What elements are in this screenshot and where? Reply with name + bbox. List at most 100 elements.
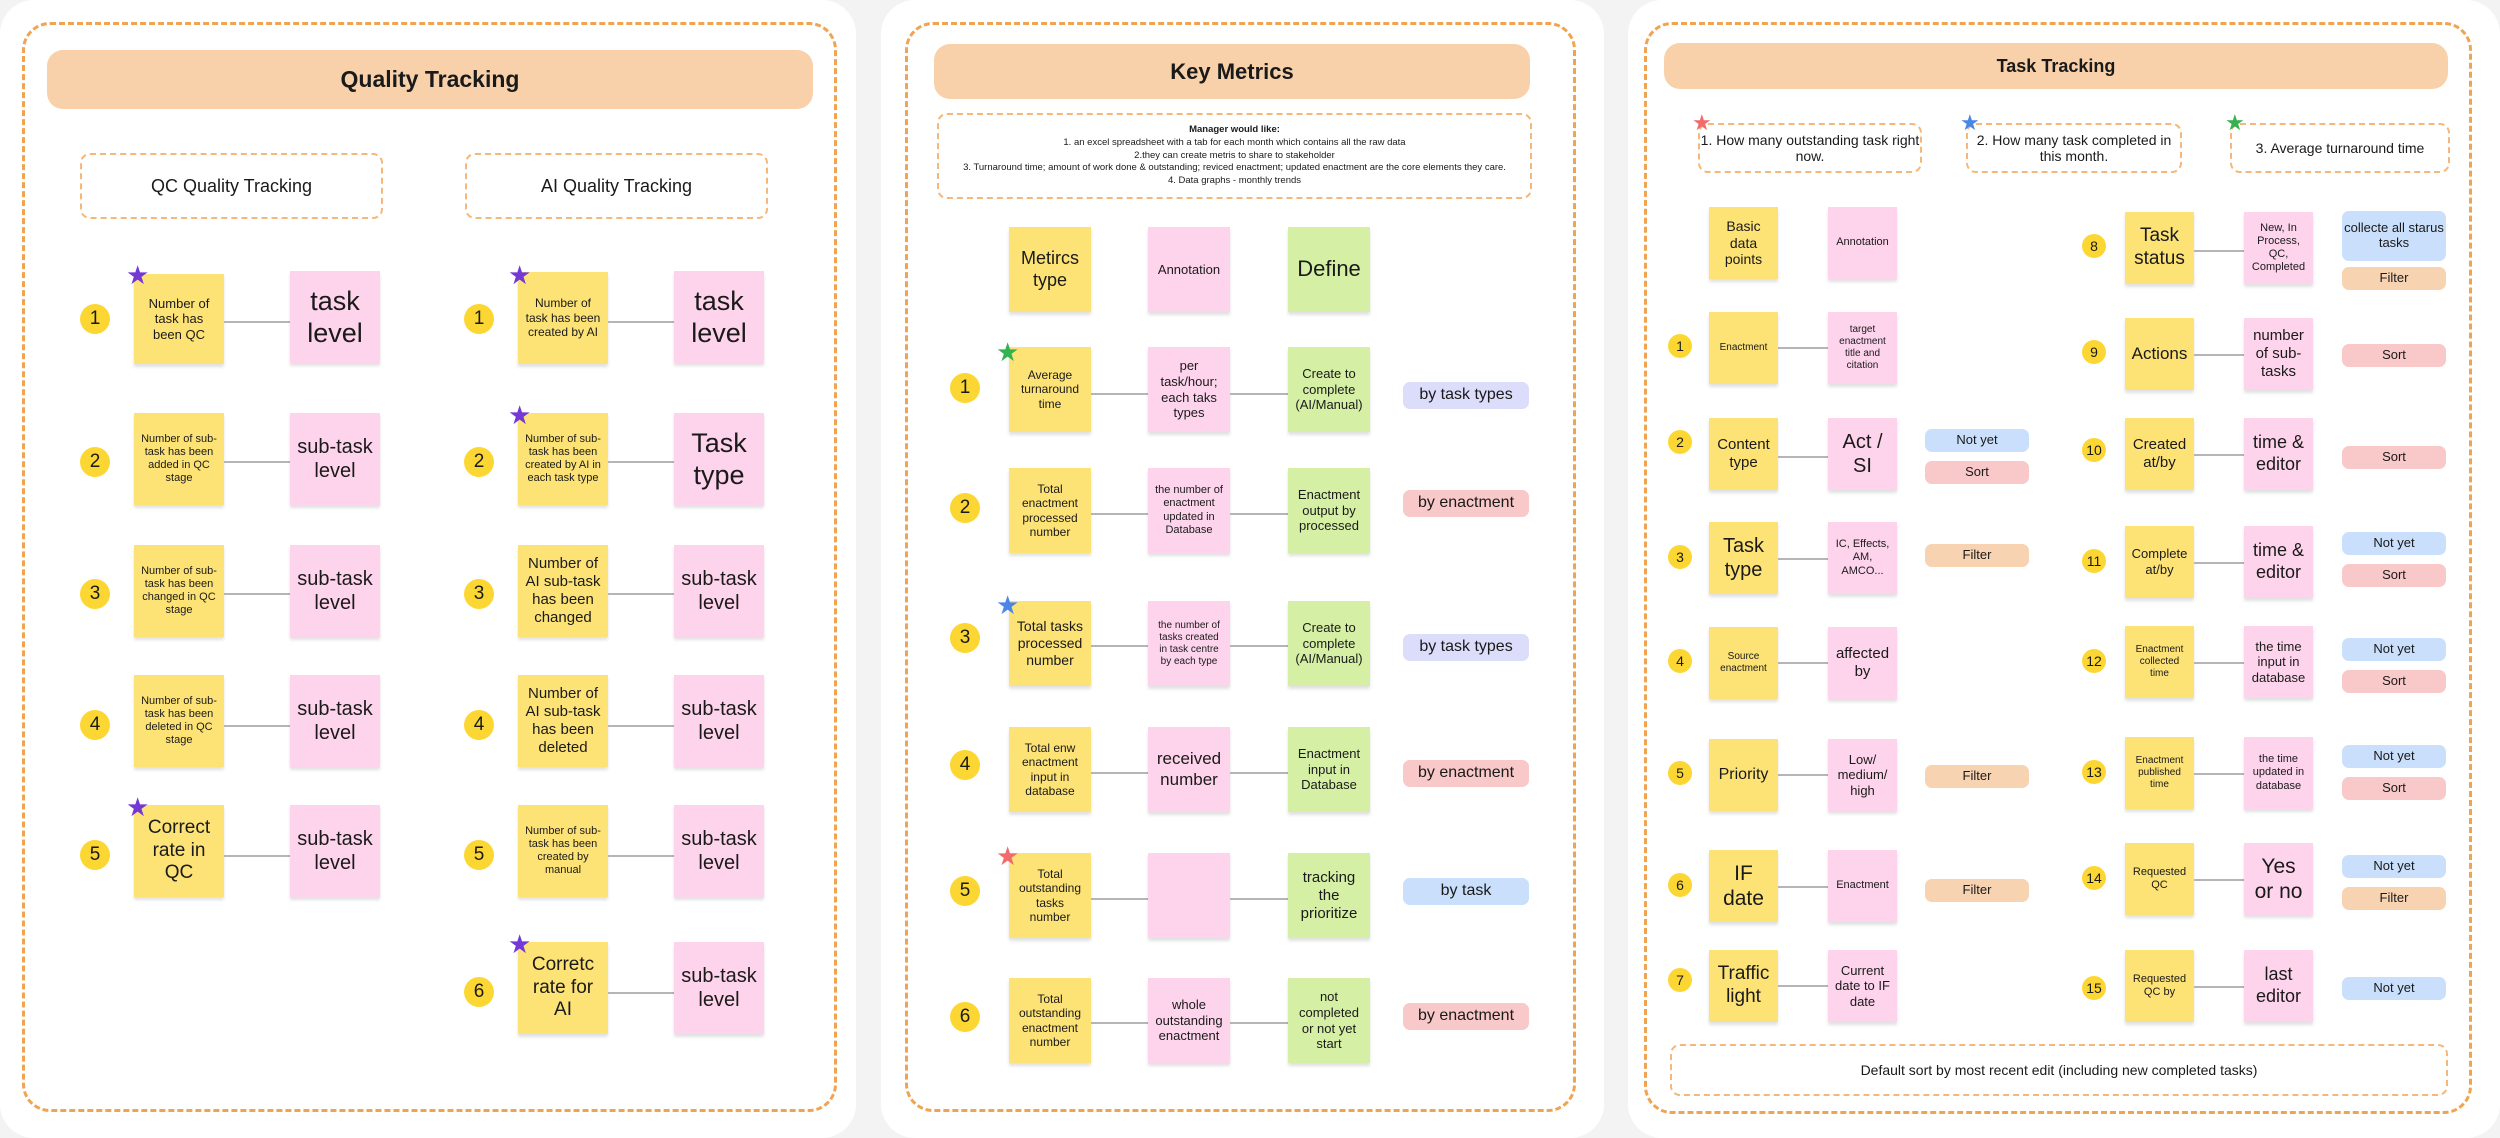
task-row-number: 11 — [2082, 549, 2106, 573]
task-tracking-board: Task Tracking 1. How many outstanding ta… — [1628, 0, 2500, 1138]
metric-tag: by task types — [1403, 634, 1529, 661]
ai-row-number: 1 — [464, 304, 494, 334]
connector-line — [1230, 772, 1288, 774]
task-row-number: 1 — [1668, 334, 1692, 358]
purple-star-icon: ★ — [126, 260, 150, 290]
task-annotation-header: Annotation — [1828, 207, 1897, 279]
manager-line: 1. an excel spreadsheet with a tab for e… — [1063, 136, 1406, 148]
connector-line — [2194, 986, 2244, 988]
task-tag-sort: Sort — [2342, 670, 2446, 693]
qc-level-note: sub-task level — [290, 805, 380, 897]
task-annotation-note: target enactment title and citation — [1828, 312, 1897, 384]
task-annotation-note: Act / SI — [1828, 418, 1897, 490]
metric-define-note: Enactment input in Database — [1288, 727, 1370, 812]
purple-star-icon: ★ — [508, 400, 532, 430]
connector-line — [608, 725, 674, 727]
task-annotation-note: time & editor — [2244, 526, 2313, 598]
question-box: 1. How many outstanding task right now. — [1698, 123, 1922, 173]
task-annotation-note: the time input in database — [2244, 626, 2313, 698]
task-data-point-note: Task status — [2125, 212, 2194, 284]
ai-row-number: 4 — [464, 710, 494, 740]
task-annotation-note: Low/ medium/ high — [1828, 739, 1897, 811]
ai-metric-note: Number of AI sub-task has been deleted — [518, 675, 608, 767]
connector-line — [2194, 773, 2244, 775]
metric-define-note: Create to complete (AI/Manual) — [1288, 601, 1370, 686]
task-data-point-note: Requested QC by — [2125, 950, 2194, 1022]
metric-tag: by task — [1403, 878, 1529, 905]
metric-annotation-note: received number — [1148, 727, 1230, 812]
manager-requirements-note: Manager would like: 1. an excel spreadsh… — [937, 113, 1532, 199]
ai-level-note: sub-task level — [674, 675, 764, 767]
connector-line — [224, 725, 290, 727]
task-row-number: 3 — [1668, 545, 1692, 569]
task-tag-not-yet: Not yet — [1925, 429, 2029, 452]
task-tag-not-yet: Not yet — [2342, 745, 2446, 768]
metric-row-number: 2 — [950, 493, 980, 523]
task-annotation-note: last editor — [2244, 950, 2313, 1022]
ai-metric-note: Number of task has been created by AI — [518, 272, 608, 364]
task-data-point-note: Actions — [2125, 318, 2194, 390]
task-row-number: 4 — [1668, 649, 1692, 673]
metric-annotation-note: the number of tasks created in task cent… — [1148, 601, 1230, 686]
metric-annotation-note: whole outstanding enactment — [1148, 978, 1230, 1063]
connector-line — [1091, 772, 1148, 774]
metrics-annotation-header: Annotation — [1148, 227, 1230, 312]
qc-metric-note: Number of sub-task has been changed in Q… — [134, 545, 224, 637]
basic-data-points-header: Basic data points — [1709, 207, 1778, 279]
manager-line: 3. Turnaround time; amount of work done … — [963, 162, 1506, 174]
metric-annotation-note: per task/hour; each taks types — [1148, 347, 1230, 432]
task-annotation-note: number of sub-tasks — [2244, 318, 2313, 390]
connector-line — [1778, 347, 1828, 349]
red-star-icon: ★ — [996, 841, 1020, 871]
metric-row-number: 6 — [950, 1002, 980, 1032]
qc-row-number: 5 — [80, 840, 110, 870]
metric-row-number: 5 — [950, 876, 980, 906]
task-tag-not-yet: Not yet — [2342, 638, 2446, 661]
metric-annotation-note: the number of enactment updated in Datab… — [1148, 468, 1230, 553]
metrics-define-header: Define — [1288, 227, 1370, 312]
task-row-number: 8 — [2082, 234, 2106, 258]
task-tag-not-yet: Not yet — [2342, 532, 2446, 555]
ai-row-number: 2 — [464, 447, 494, 477]
purple-star-icon: ★ — [508, 929, 532, 959]
task-data-point-note: Enactment — [1709, 312, 1778, 384]
task-row-number: 7 — [1668, 968, 1692, 992]
connector-line — [608, 855, 674, 857]
qc-level-note: sub-task level — [290, 675, 380, 767]
green-star-icon: ★ — [2225, 110, 2245, 135]
connector-line — [224, 855, 290, 857]
qc-level-note: sub-task level — [290, 545, 380, 637]
task-data-point-note: Content type — [1709, 418, 1778, 490]
ai-metric-note: Corretc rate for AI — [518, 942, 608, 1034]
connector-line — [1230, 645, 1288, 647]
task-data-point-note: Enactment collected time — [2125, 626, 2194, 698]
connector-line — [608, 992, 674, 994]
task-annotation-note: Yes or no — [2244, 843, 2313, 915]
task-data-point-note: Requested QC — [2125, 843, 2194, 915]
ai-row-number: 6 — [464, 977, 494, 1007]
connector-line — [608, 461, 674, 463]
task-tag-filter: Filter — [1925, 544, 2029, 567]
task-annotation-note: IC, Effects, AM, AMCO... — [1828, 522, 1897, 594]
quality-tracking-frame — [22, 22, 837, 1112]
quality-tracking-board: Quality Tracking QC Quality Tracking AI … — [0, 0, 856, 1138]
ai-metric-note: Number of AI sub-task has been changed — [518, 545, 608, 637]
qc-level-note: task level — [290, 271, 380, 363]
task-tag-filter: Filter — [1925, 765, 2029, 788]
connector-line — [2194, 879, 2244, 881]
connector-line — [1778, 886, 1828, 888]
task-annotation-note: time & editor — [2244, 418, 2313, 490]
metric-define-note: Enactment output by processed — [1288, 468, 1370, 553]
connector-line — [2194, 562, 2244, 564]
metric-row-number: 4 — [950, 750, 980, 780]
task-data-point-note: IF date — [1709, 850, 1778, 922]
question-box: 3. Average turnaround time — [2230, 123, 2450, 173]
green-star-icon: ★ — [996, 337, 1020, 367]
ai-row-number: 3 — [464, 579, 494, 609]
metric-tag: by task types — [1403, 382, 1529, 409]
connector-line — [608, 593, 674, 595]
connector-line — [1091, 645, 1148, 647]
manager-line: 2.they can create metris to share to sta… — [1134, 149, 1335, 161]
connector-line — [1778, 985, 1828, 987]
qc-quality-header: QC Quality Tracking — [80, 153, 383, 219]
